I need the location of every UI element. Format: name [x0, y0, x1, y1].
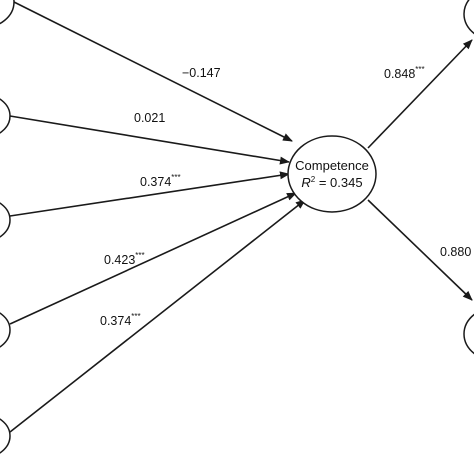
coef-out-2-value: 0.880 — [440, 245, 471, 259]
r2-symbol: R — [301, 175, 310, 190]
competence-title: Competence — [295, 158, 369, 173]
edge-predictor-3-to-competence — [9, 171, 290, 217]
predictor-node-5 — [0, 418, 11, 454]
coef-3-sig: *** — [171, 173, 180, 182]
edge-competence-to-outcome-1 — [367, 39, 473, 149]
coef-1-value: −0.147 — [182, 66, 221, 80]
outcome-node-2 — [463, 313, 474, 355]
predictor-node-2 — [0, 98, 11, 134]
r2-value: = 0.345 — [315, 175, 362, 190]
coef-4-sig: *** — [135, 251, 144, 260]
coef-out-1-sig: *** — [415, 65, 424, 74]
coef-3-value: 0.374 — [140, 175, 171, 189]
r2-exponent: 2 — [311, 175, 316, 184]
predictor-node-4 — [0, 312, 11, 348]
coef-out-1-value: 0.848 — [384, 67, 415, 81]
predictor-node-3 — [0, 202, 11, 238]
coef-5-value: 0.374 — [100, 314, 131, 328]
edge-competence-to-outcome-2 — [367, 199, 473, 301]
coef-label-4: 0.423*** — [104, 251, 145, 267]
coef-label-out-2: 0.880 — [440, 245, 471, 259]
edge-predictor-5-to-competence — [9, 199, 306, 433]
coef-2-value: 0.021 — [134, 111, 165, 125]
coef-4-value: 0.423 — [104, 253, 135, 267]
coef-label-3: 0.374*** — [140, 173, 181, 189]
competence-r2: R2 = 0.345 — [301, 175, 362, 190]
coef-label-2: 0.021 — [134, 111, 165, 125]
edge-predictor-4-to-competence — [9, 192, 297, 325]
edge-predictor-2-to-competence — [9, 115, 290, 165]
outcome-node-1 — [463, 0, 474, 35]
predictor-node-1 — [0, 0, 15, 25]
edge-predictor-1-to-competence — [13, 1, 293, 142]
coef-label-1: −0.147 — [182, 66, 221, 80]
coef-5-sig: *** — [131, 312, 140, 321]
competence-node — [287, 135, 377, 213]
coef-label-out-1: 0.848*** — [384, 65, 425, 81]
coef-label-5: 0.374*** — [100, 312, 141, 328]
